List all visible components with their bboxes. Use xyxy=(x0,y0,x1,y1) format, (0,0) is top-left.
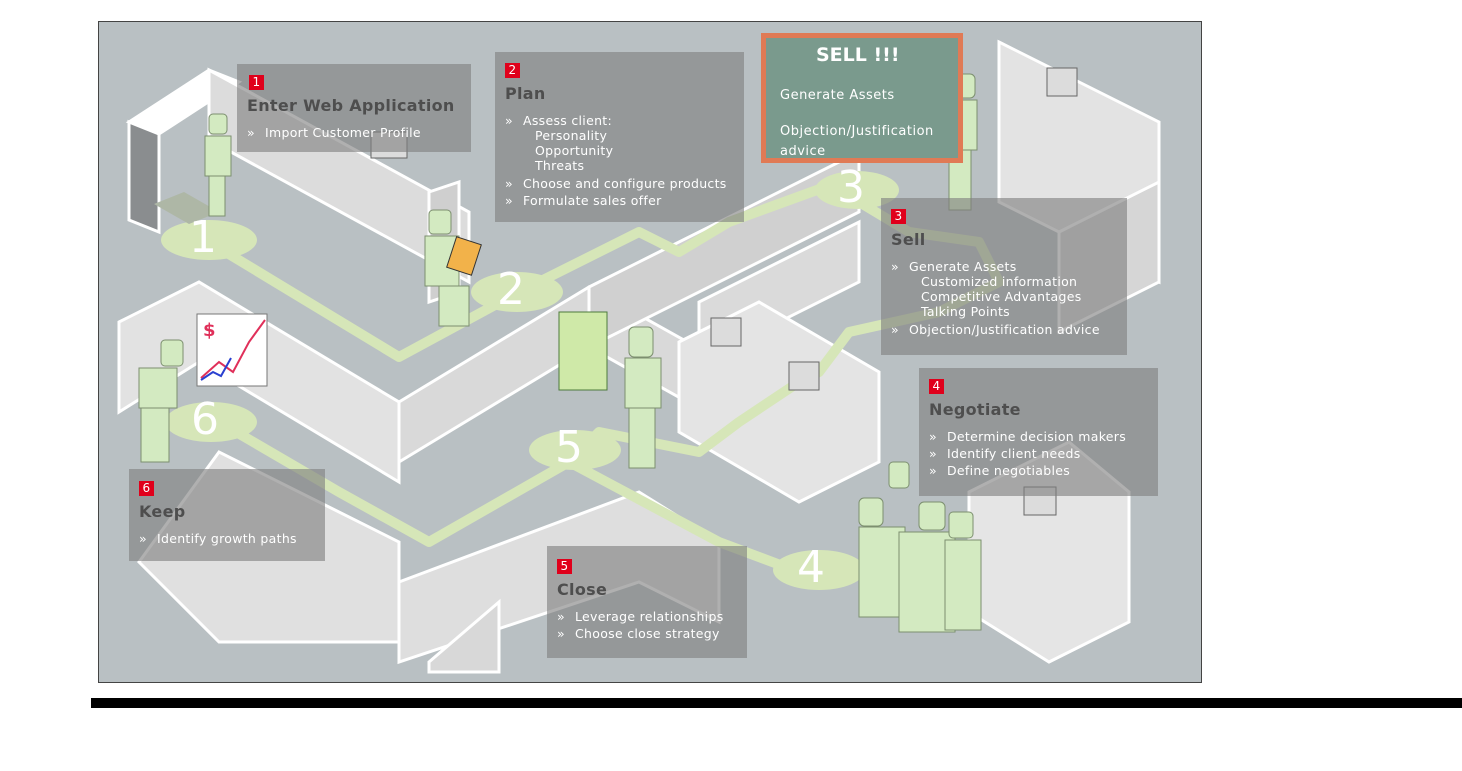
step-subitem: Customized information xyxy=(921,274,1078,289)
step-badge: 6 xyxy=(139,481,154,496)
path-markers xyxy=(161,171,899,590)
board-line-1: Generate Assets xyxy=(780,88,895,103)
step-item: »Identify client needs xyxy=(929,446,1081,461)
step-subitem: Personality xyxy=(535,128,608,143)
office-scene: $ 1 2 3 4 5 6 SELL !!! Generate Assets O… xyxy=(98,21,1202,683)
step-subitem: Talking Points xyxy=(921,304,1010,319)
step-badge: 2 xyxy=(505,63,520,78)
path-number-3: 3 xyxy=(837,162,865,213)
welcome-mat xyxy=(154,192,219,224)
growth-chart: $ xyxy=(196,313,268,387)
step-card-negotiate: 4 Negotiate »Determine decision makers »… xyxy=(919,368,1158,496)
step-items: »Leverage relationships »Choose close st… xyxy=(557,609,724,641)
step-title: Negotiate xyxy=(929,400,1021,419)
step-card-keep: 6 Keep »Identify growth paths xyxy=(129,469,325,561)
step-subitem: Opportunity xyxy=(535,143,614,158)
step-item: »Formulate sales offer xyxy=(505,193,662,208)
step-item: »Assess client: xyxy=(505,113,613,128)
step-title: Sell xyxy=(891,230,926,249)
step-items: »Import Customer Profile xyxy=(247,125,421,140)
step-item: »Choose close strategy xyxy=(557,626,720,641)
step-badge: 5 xyxy=(557,559,572,574)
step-subitem: Threats xyxy=(535,158,585,173)
step-items: »Identify growth paths xyxy=(139,531,297,546)
dollar-sign-label: $ xyxy=(203,320,216,341)
step-item: »Leverage relationships xyxy=(557,609,724,624)
step-card-close: 5 Close »Leverage relationships »Choose … xyxy=(547,546,747,658)
tablet xyxy=(446,236,482,276)
step-title: Plan xyxy=(505,84,546,103)
path-number-4: 4 xyxy=(797,542,825,593)
step-badge: 3 xyxy=(891,209,906,224)
board-line-2: Objection/Justification xyxy=(780,124,934,139)
step-item: »Define negotiables xyxy=(929,463,1071,478)
step-card-sell: 3 Sell »Generate Assets Customized infor… xyxy=(881,198,1127,355)
step-item: »Identify growth paths xyxy=(139,531,297,546)
sell-chalkboard: SELL !!! Generate Assets Objection/Justi… xyxy=(761,33,963,163)
cash-register xyxy=(558,311,608,391)
path-number-1: 1 xyxy=(189,212,217,263)
step-item: »Import Customer Profile xyxy=(247,125,421,140)
step-badge: 1 xyxy=(249,75,264,90)
board-line-3: advice xyxy=(780,144,826,159)
step-title: Keep xyxy=(139,502,186,521)
step-item: »Objection/Justification advice xyxy=(891,322,1100,337)
step-items: »Generate Assets Customized information … xyxy=(891,259,1100,337)
step-items: »Determine decision makers »Identify cli… xyxy=(929,429,1126,478)
step-item: »Determine decision makers xyxy=(929,429,1127,444)
bottom-divider-bar xyxy=(91,698,1462,708)
step-items: »Assess client: Personality Opportunity … xyxy=(505,113,727,208)
step-card-plan: 2 Plan »Assess client: Personality Oppor… xyxy=(495,52,744,222)
step-item: »Choose and configure products xyxy=(505,176,727,191)
step-title: Enter Web Application xyxy=(247,96,455,115)
path-number-6: 6 xyxy=(191,394,219,445)
step-subitem: Competitive Advantages xyxy=(921,289,1082,304)
path-number-5: 5 xyxy=(555,422,583,473)
path-number-2: 2 xyxy=(497,264,525,315)
step-item: »Generate Assets xyxy=(891,259,1017,274)
step-card-enter: 1 Enter Web Application »Import Customer… xyxy=(237,64,471,152)
step-badge: 4 xyxy=(929,379,944,394)
board-heading: SELL !!! xyxy=(816,44,900,66)
step-title: Close xyxy=(557,580,608,599)
